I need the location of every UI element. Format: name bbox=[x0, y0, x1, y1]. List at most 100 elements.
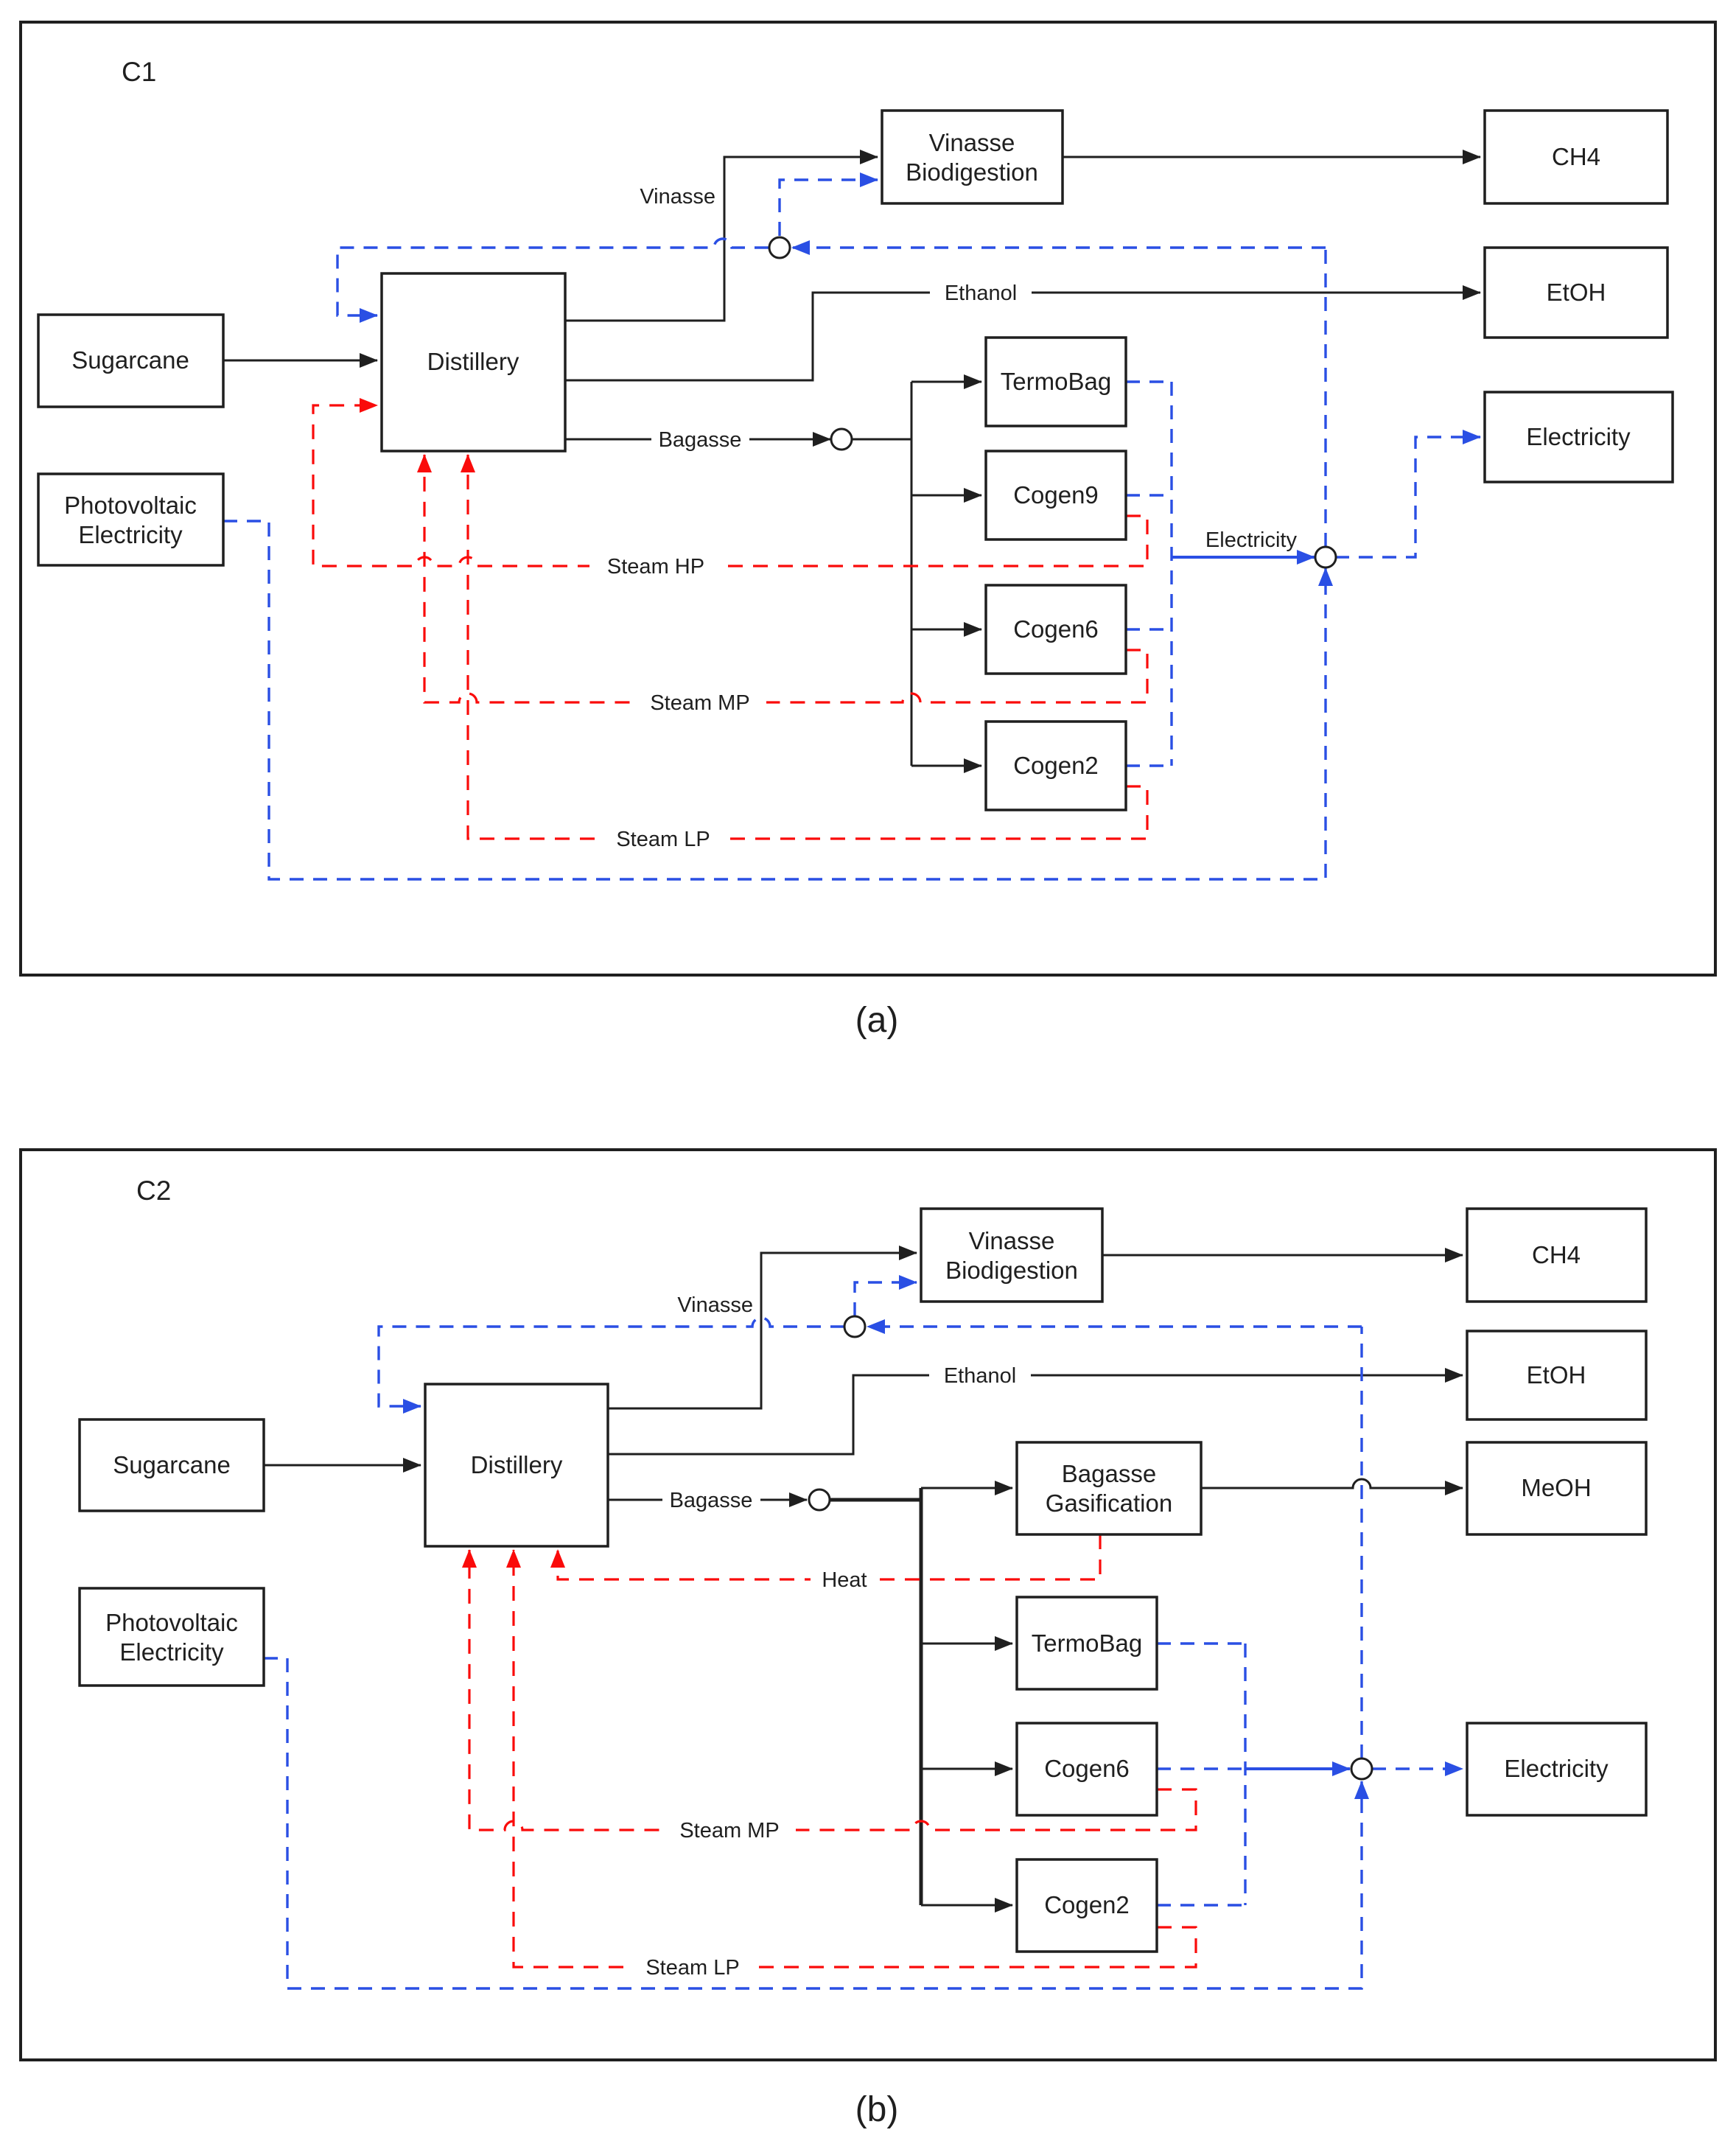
node-label: CH4 bbox=[1552, 143, 1600, 170]
node-cogen2: Cogen2 bbox=[1015, 1858, 1158, 1953]
flow-label-steam-lp: Steam LP bbox=[616, 828, 710, 851]
flow-label-ethanol: Ethanol bbox=[945, 282, 1017, 305]
panel-c2-caption: (b) bbox=[855, 2090, 899, 2129]
node-distillery: Distillery bbox=[380, 272, 567, 453]
node-vinasse-biodigestion: Vinasse Biodigestion bbox=[881, 109, 1064, 205]
node-ch4: CH4 bbox=[1466, 1207, 1648, 1303]
edge-photovoltaic-loop bbox=[264, 1657, 1369, 1990]
edge-steam-mp bbox=[462, 1549, 1197, 1831]
flow-label-steam-lp: Steam LP bbox=[645, 1956, 739, 1980]
node-label: MeOH bbox=[1521, 1474, 1591, 1501]
edge-heat bbox=[550, 1534, 1102, 1581]
node-photovoltaic-electricity: Photovoltaic Electricity bbox=[78, 1587, 265, 1687]
edge-steam-mp bbox=[417, 454, 1149, 704]
junction-bagasse-split bbox=[808, 1488, 831, 1512]
flow-label-bg bbox=[811, 1568, 878, 1591]
node-label-line2: Electricity bbox=[119, 1638, 224, 1666]
node-label: Sugarcane bbox=[113, 1451, 231, 1478]
edge-photovoltaic-loop bbox=[223, 520, 1333, 881]
junction-electricity-merge bbox=[1314, 545, 1337, 569]
node-electricity-output: Electricity bbox=[1483, 391, 1674, 483]
node-cogen2: Cogen2 bbox=[984, 720, 1127, 811]
node-cogen6: Cogen6 bbox=[984, 584, 1127, 675]
node-etoh: EtOH bbox=[1466, 1330, 1648, 1421]
junction-electricity-split bbox=[768, 236, 791, 259]
node-label: TermoBag bbox=[1001, 368, 1111, 395]
edge-electricity-to-distillery bbox=[377, 1316, 844, 1414]
node-label: Cogen6 bbox=[1013, 615, 1099, 643]
edge-junction3-to-electricity bbox=[1335, 430, 1481, 559]
node-label: EtOH bbox=[1547, 279, 1606, 306]
edge-ethanol-to-etoh bbox=[565, 285, 1481, 382]
flow-label-vinasse: Vinasse bbox=[677, 1293, 753, 1317]
node-photovoltaic-electricity: Photovoltaic Electricity bbox=[37, 472, 225, 567]
flow-label-steam-mp: Steam MP bbox=[650, 691, 749, 715]
node-cogen6: Cogen6 bbox=[1015, 1722, 1158, 1817]
flow-label-bg bbox=[626, 1955, 759, 1979]
node-sugarcane: Sugarcane bbox=[78, 1418, 265, 1512]
flow-label-bg bbox=[930, 281, 1032, 304]
node-label-line1: Vinasse bbox=[969, 1227, 1055, 1254]
node-label-line2: Gasification bbox=[1046, 1489, 1172, 1517]
edge-steam-lp bbox=[461, 454, 1149, 840]
node-label: Cogen9 bbox=[1013, 481, 1099, 509]
node-label: TermoBag bbox=[1032, 1630, 1142, 1657]
node-label-line1: Bagasse bbox=[1062, 1460, 1156, 1487]
node-label-line1: Vinasse bbox=[929, 129, 1015, 156]
node-bagasse-gasification: Bagasse Gasification bbox=[1015, 1441, 1203, 1536]
flow-label-vinasse: Vinasse bbox=[640, 185, 715, 209]
edge-ethanol-to-etoh bbox=[608, 1368, 1463, 1456]
node-electricity-output: Electricity bbox=[1466, 1722, 1648, 1817]
flow-label-bg bbox=[597, 827, 729, 851]
junction-electricity-split bbox=[843, 1315, 867, 1338]
panel-c2-corner-label: C2 bbox=[136, 1176, 171, 1206]
node-etoh: EtOH bbox=[1483, 246, 1669, 339]
flow-label-bagasse: Bagasse bbox=[659, 428, 742, 452]
node-label-line2: Electricity bbox=[78, 521, 183, 548]
flow-label-steam-hp: Steam HP bbox=[607, 555, 704, 579]
junction-electricity-merge bbox=[1350, 1757, 1373, 1781]
edge-electricity-to-biodigestion bbox=[853, 1275, 917, 1316]
node-meoh: MeOH bbox=[1466, 1441, 1648, 1536]
node-cogen9: Cogen9 bbox=[984, 450, 1127, 541]
node-label: Cogen2 bbox=[1044, 1891, 1130, 1918]
panel-c2: C2 Vinasse E bbox=[19, 1148, 1717, 2129]
flow-label-bg bbox=[634, 691, 766, 714]
node-label: Sugarcane bbox=[71, 346, 189, 374]
flow-label-bg bbox=[651, 427, 749, 451]
edge-electricity-to-distillery bbox=[336, 237, 769, 323]
flow-label-bg bbox=[589, 554, 722, 578]
node-label: Electricity bbox=[1504, 1755, 1609, 1782]
node-label: EtOH bbox=[1527, 1361, 1586, 1389]
node-vinasse-biodigestion: Vinasse Biodigestion bbox=[920, 1207, 1104, 1303]
node-label-line2: Biodigestion bbox=[945, 1257, 1078, 1284]
node-label-line1: Photovoltaic bbox=[105, 1609, 238, 1636]
flow-label-bg bbox=[929, 1363, 1031, 1387]
flow-label-ethanol: Ethanol bbox=[944, 1364, 1016, 1388]
node-termobag: TermoBag bbox=[1015, 1596, 1158, 1691]
node-label-line2: Biodigestion bbox=[906, 158, 1038, 186]
node-ch4: CH4 bbox=[1483, 109, 1669, 205]
node-label: Electricity bbox=[1526, 423, 1631, 450]
edge-gasification-to-meoh bbox=[1201, 1478, 1463, 1495]
edge-electricity-to-biodigestion bbox=[778, 172, 878, 236]
node-label: Distillery bbox=[471, 1451, 563, 1478]
flow-label-heat: Heat bbox=[822, 1568, 867, 1592]
flow-label-steam-mp: Steam MP bbox=[679, 1819, 779, 1843]
flow-label-bg bbox=[662, 1488, 760, 1512]
node-label-line1: Photovoltaic bbox=[64, 492, 197, 519]
panel-c1: C1 Vinasse E bbox=[19, 21, 1717, 1040]
flow-label-electricity: Electricity bbox=[1205, 528, 1298, 552]
edge-steam-lp bbox=[506, 1549, 1197, 1969]
node-label: Cogen2 bbox=[1013, 752, 1099, 779]
edge-vinasse-to-biodigestion bbox=[608, 1246, 917, 1410]
node-label: CH4 bbox=[1532, 1241, 1581, 1268]
node-sugarcane: Sugarcane bbox=[37, 313, 225, 408]
panel-c1-corner-label: C1 bbox=[122, 57, 156, 87]
node-termobag: TermoBag bbox=[984, 336, 1127, 427]
panel-c1-caption: (a) bbox=[855, 1001, 899, 1040]
panel-c1-frame bbox=[19, 21, 1717, 977]
flow-label-bagasse: Bagasse bbox=[670, 1489, 753, 1512]
